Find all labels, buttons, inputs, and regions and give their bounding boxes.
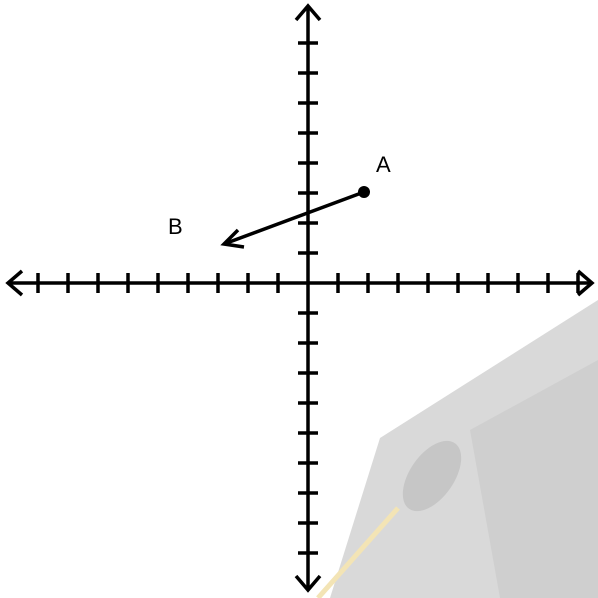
- vector-ab: [220, 190, 365, 249]
- vector-arrowhead: [220, 228, 245, 249]
- watermark-tassel-knot: [402, 440, 462, 512]
- point-a-dot: [358, 186, 370, 198]
- point-a-label: A: [376, 152, 391, 177]
- point-b-label: B: [168, 214, 183, 239]
- tick-marks: [36, 41, 580, 555]
- watermark-cap-base: [470, 360, 598, 598]
- vector-line: [223, 190, 365, 246]
- y-axis-arrow-top: [294, 3, 322, 22]
- x-axis-arrow-right: [576, 269, 595, 297]
- x-axis-arrow-left: [5, 269, 24, 297]
- graduation-cap-watermark: [316, 300, 598, 598]
- watermark-tassel-cord: [316, 506, 400, 598]
- y-axis-arrow-bottom: [294, 574, 322, 593]
